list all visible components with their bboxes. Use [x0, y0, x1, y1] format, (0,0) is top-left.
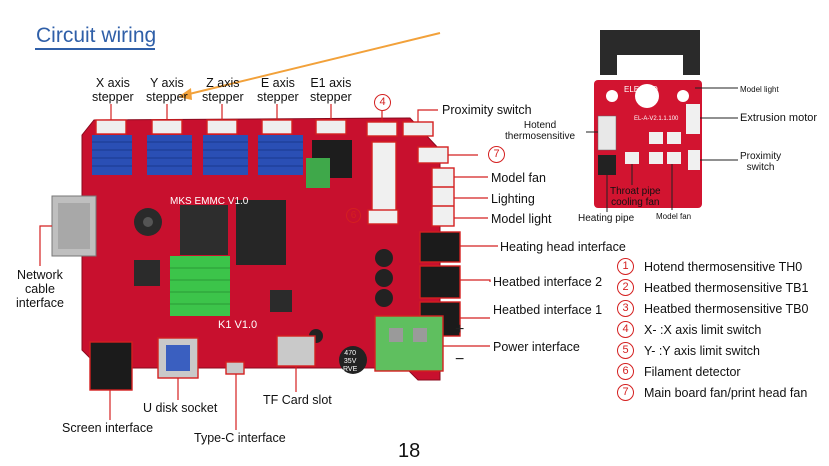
- extrusion-motor-label: Extrusion motor: [740, 112, 818, 124]
- capacitor-silkscreen: 470 35V RVE: [343, 350, 358, 373]
- minus-sign: −: [455, 351, 465, 368]
- marker-6: 6: [346, 208, 361, 223]
- head-proximity-switch-label: Proximity switch: [740, 151, 782, 173]
- power-interface-label: Power interface: [493, 340, 580, 354]
- marker-7: 7: [488, 146, 505, 163]
- legend-item: 4 X- :X axis limit switch: [617, 320, 761, 340]
- legend-text: Filament detector: [644, 365, 741, 379]
- board-model-silkscreen: MKS EMMC V1.0: [170, 196, 249, 207]
- legend-text: Main board fan/print head fan: [644, 386, 808, 400]
- lighting-label: Lighting: [491, 192, 535, 206]
- legend-item: 6 Filament detector: [617, 362, 741, 382]
- pointer-arrow-line: [184, 32, 441, 96]
- legend-text: X- :X axis limit switch: [644, 323, 762, 337]
- heating-pipe-label: Heating pipe: [578, 213, 635, 224]
- legend-text: Y- :Y axis limit switch: [644, 344, 761, 358]
- legend-marker: 4: [617, 321, 634, 339]
- legend-marker: 1: [617, 258, 634, 276]
- u-disk-socket-label: U disk socket: [143, 401, 218, 415]
- page-title: Circuit wiring: [36, 24, 157, 47]
- network-cable-interface-label: Network cable interface: [16, 268, 64, 310]
- type-c-interface-label: Type-C interface: [194, 431, 286, 445]
- pointer-arrow-head: [178, 88, 192, 100]
- legend-marker: 7: [617, 384, 634, 402]
- tf-card-slot-label: TF Card slot: [263, 393, 332, 407]
- main-board: [51, 117, 461, 391]
- head-board-leaders: [586, 87, 738, 212]
- legend-item: 1 Hotend thermosensitive TH0: [617, 257, 802, 277]
- legend-item: 5 Y- :Y axis limit switch: [617, 341, 760, 361]
- model-light-label: Model light: [491, 212, 552, 226]
- head-model-fan-label: Model fan: [656, 212, 692, 221]
- legend-marker: 2: [617, 279, 634, 297]
- legend-item: 3 Heatbed thermosensitive TB0: [617, 299, 808, 319]
- ethernet-silkscreen: Ethernet: [54, 260, 81, 267]
- legend-text: Heatbed thermosensitive TB0: [644, 302, 809, 316]
- proximity-switch-label: Proximity switch: [442, 103, 532, 117]
- legend-marker: 5: [617, 342, 634, 360]
- heatbed-interface-2-label: Heatbed interface 2: [493, 275, 603, 289]
- heating-head-interface-label: Heating head interface: [500, 240, 626, 254]
- plus-sign: +: [455, 321, 465, 338]
- head-board-version: EL-A-V2.1.1.100: [634, 116, 679, 122]
- legend-item: 7 Main board fan/print head fan: [617, 383, 807, 403]
- heatbed-interface-1-label: Heatbed interface 1: [493, 303, 603, 317]
- legend-text: Heatbed thermosensitive TB1: [644, 281, 809, 295]
- legend-marker: 3: [617, 300, 634, 318]
- throat-pipe-cooling-fan-label: Throat pipe cooling fan: [610, 186, 661, 208]
- page-number: 18: [398, 440, 421, 462]
- board-version-silkscreen: K1 V1.0: [218, 319, 258, 331]
- head-board-brand: ELEGOO: [624, 85, 658, 94]
- legend-item: 2 Heatbed thermosensitive TB1: [617, 278, 808, 298]
- leader-lines: [39, 104, 498, 430]
- head-model-light-label: Model light: [740, 85, 779, 94]
- title-underline: [35, 48, 155, 50]
- marker-4: 4: [374, 94, 391, 111]
- model-fan-label: Model fan: [491, 171, 546, 185]
- hotend-thermosensitive-label: Hotend thermosensitive: [505, 120, 576, 142]
- screen-interface-label: Screen interface: [62, 421, 154, 435]
- legend-text: Hotend thermosensitive TH0: [644, 260, 803, 274]
- head-board: [594, 30, 702, 208]
- legend-marker: 6: [617, 363, 634, 381]
